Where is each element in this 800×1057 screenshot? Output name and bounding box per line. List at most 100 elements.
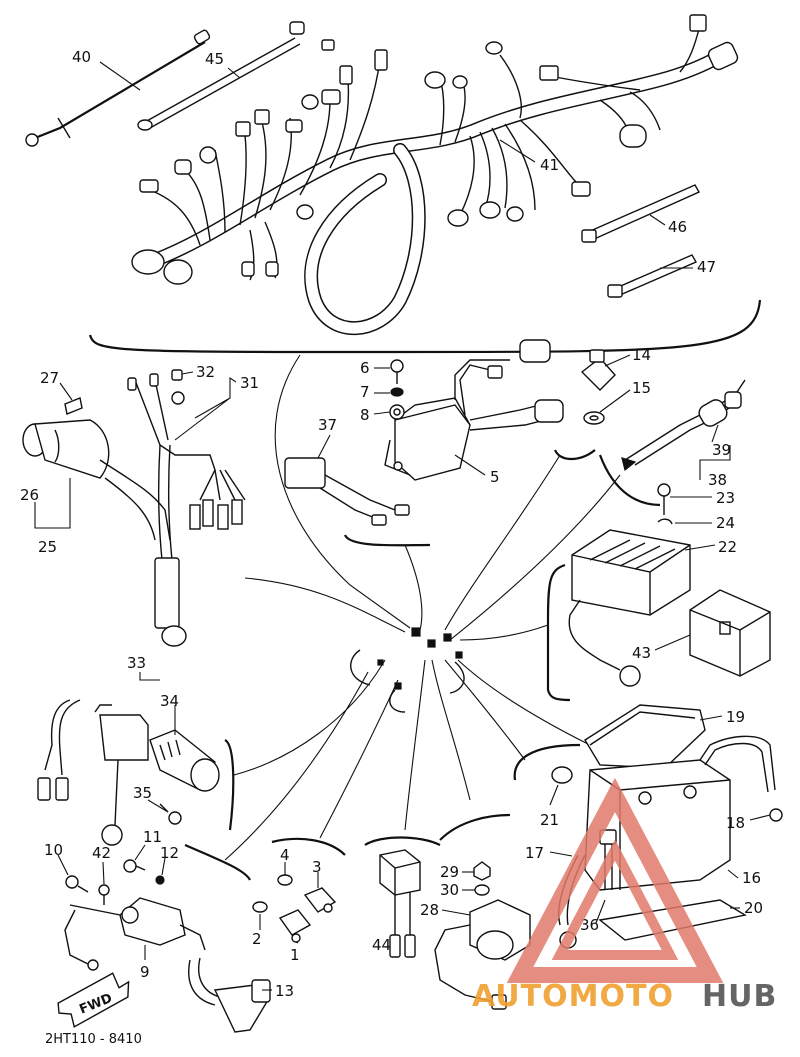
horn-group-bracket [224, 739, 235, 831]
washer-4 [277, 874, 293, 886]
label-2: 2 [252, 930, 262, 948]
label-3: 3 [312, 858, 322, 876]
label-44: 44 [372, 936, 391, 954]
label-32: 32 [196, 363, 215, 381]
washer-7 [390, 387, 404, 397]
label-11: 11 [143, 828, 162, 846]
bolt-6 [390, 359, 404, 384]
switch-group-bracket-2 [271, 837, 346, 856]
label-27: 27 [40, 369, 59, 387]
label-34: 34 [160, 692, 179, 710]
collar-8 [389, 404, 405, 420]
label-10: 10 [44, 841, 63, 859]
flasher-relay-44 [379, 849, 421, 958]
label-19: 19 [726, 708, 745, 726]
label-22: 22 [718, 538, 737, 556]
label-33: 33 [127, 654, 146, 672]
harness-group-bracket [88, 299, 762, 354]
label-1: 1 [290, 946, 300, 964]
switch-3 [303, 887, 337, 913]
label-39: 39 [712, 441, 731, 459]
label-24: 24 [716, 514, 735, 532]
label-40: 40 [72, 48, 91, 66]
forward-arrow: FWD [57, 972, 130, 1028]
label-12: 12 [160, 844, 179, 862]
nut-29 [473, 861, 491, 881]
cap-21 [551, 766, 573, 784]
switch-1 [278, 909, 312, 943]
watermark-text-automoto: AUTOMOTO [472, 979, 674, 1014]
label-41: 41 [540, 156, 559, 174]
washer-24 [657, 518, 673, 525]
relay-37 [284, 457, 410, 526]
bracket-42 [98, 884, 110, 905]
cdi-unit-5 [384, 339, 564, 481]
gasket-15 [583, 411, 605, 425]
screw-35 [159, 803, 182, 825]
cdi-group-bracket [343, 534, 431, 547]
label-18: 18 [726, 814, 745, 832]
rectifier-regulator-22 [568, 529, 691, 687]
label-23: 23 [716, 489, 735, 507]
label-31: 31 [240, 374, 259, 392]
label-28: 28 [420, 901, 439, 919]
flasher-group-bracket [364, 836, 441, 846]
label-17: 17 [525, 844, 544, 862]
label-6: 6 [360, 359, 370, 377]
part-labels: 40 45 41 46 47 27 32 31 26 25 6 7 8 37 5… [20, 48, 771, 1000]
label-16: 16 [742, 869, 761, 887]
starter-group-bracket [439, 813, 511, 841]
screw-23 [657, 483, 671, 515]
wire-lead-31 [127, 369, 246, 647]
label-4: 4 [280, 846, 290, 864]
label-21: 21 [540, 811, 559, 829]
cable-tie-46 [581, 184, 700, 243]
label-9: 9 [140, 963, 150, 981]
starter-relay-9 [64, 897, 206, 971]
coupler-43 [689, 589, 771, 677]
label-20: 20 [744, 899, 763, 917]
main-wire-harness [131, 14, 739, 336]
label-35: 35 [133, 784, 152, 802]
label-29: 29 [440, 863, 459, 881]
label-5: 5 [490, 468, 500, 486]
label-26: 26 [20, 486, 39, 504]
label-46: 46 [668, 218, 687, 236]
clamp-27 [64, 397, 83, 415]
label-15: 15 [632, 379, 651, 397]
label-45: 45 [205, 50, 224, 68]
cable-tie-47 [607, 254, 697, 298]
label-43: 43 [632, 644, 651, 662]
coil-34 [149, 729, 220, 792]
horn-bracket-33 [94, 704, 149, 846]
sub-lead-45 [137, 21, 335, 131]
rectifier-group-bracket [546, 563, 571, 702]
label-7: 7 [360, 383, 370, 401]
diagram-code: 2HT110 - 8410 [45, 1032, 142, 1047]
label-14: 14 [632, 346, 651, 364]
label-47: 47 [697, 258, 716, 276]
label-38: 38 [708, 471, 727, 489]
starter-relay-28 [434, 899, 531, 1010]
washer-2 [252, 901, 268, 913]
lead-38 [621, 379, 746, 472]
label-8: 8 [360, 406, 370, 424]
label-42: 42 [92, 844, 111, 862]
label-36: 36 [580, 916, 599, 934]
battery-cable-18 [699, 735, 783, 822]
battery-group-bracket [513, 743, 581, 781]
bolt-11 [123, 859, 146, 873]
main-switch-26 [22, 419, 171, 541]
washer-12 [155, 875, 165, 885]
watermark-text-hub: HUB [702, 979, 777, 1014]
ground-lead-40 [25, 29, 211, 147]
label-25: 25 [38, 538, 57, 556]
watermark-logo [506, 777, 724, 983]
neutral-switch-14 [580, 349, 616, 391]
switch-group-bracket [553, 449, 596, 461]
cap-lead-13 [188, 957, 271, 1033]
relay-group-bracket [184, 843, 251, 881]
label-30: 30 [440, 881, 459, 899]
routing-leaders [224, 354, 621, 861]
